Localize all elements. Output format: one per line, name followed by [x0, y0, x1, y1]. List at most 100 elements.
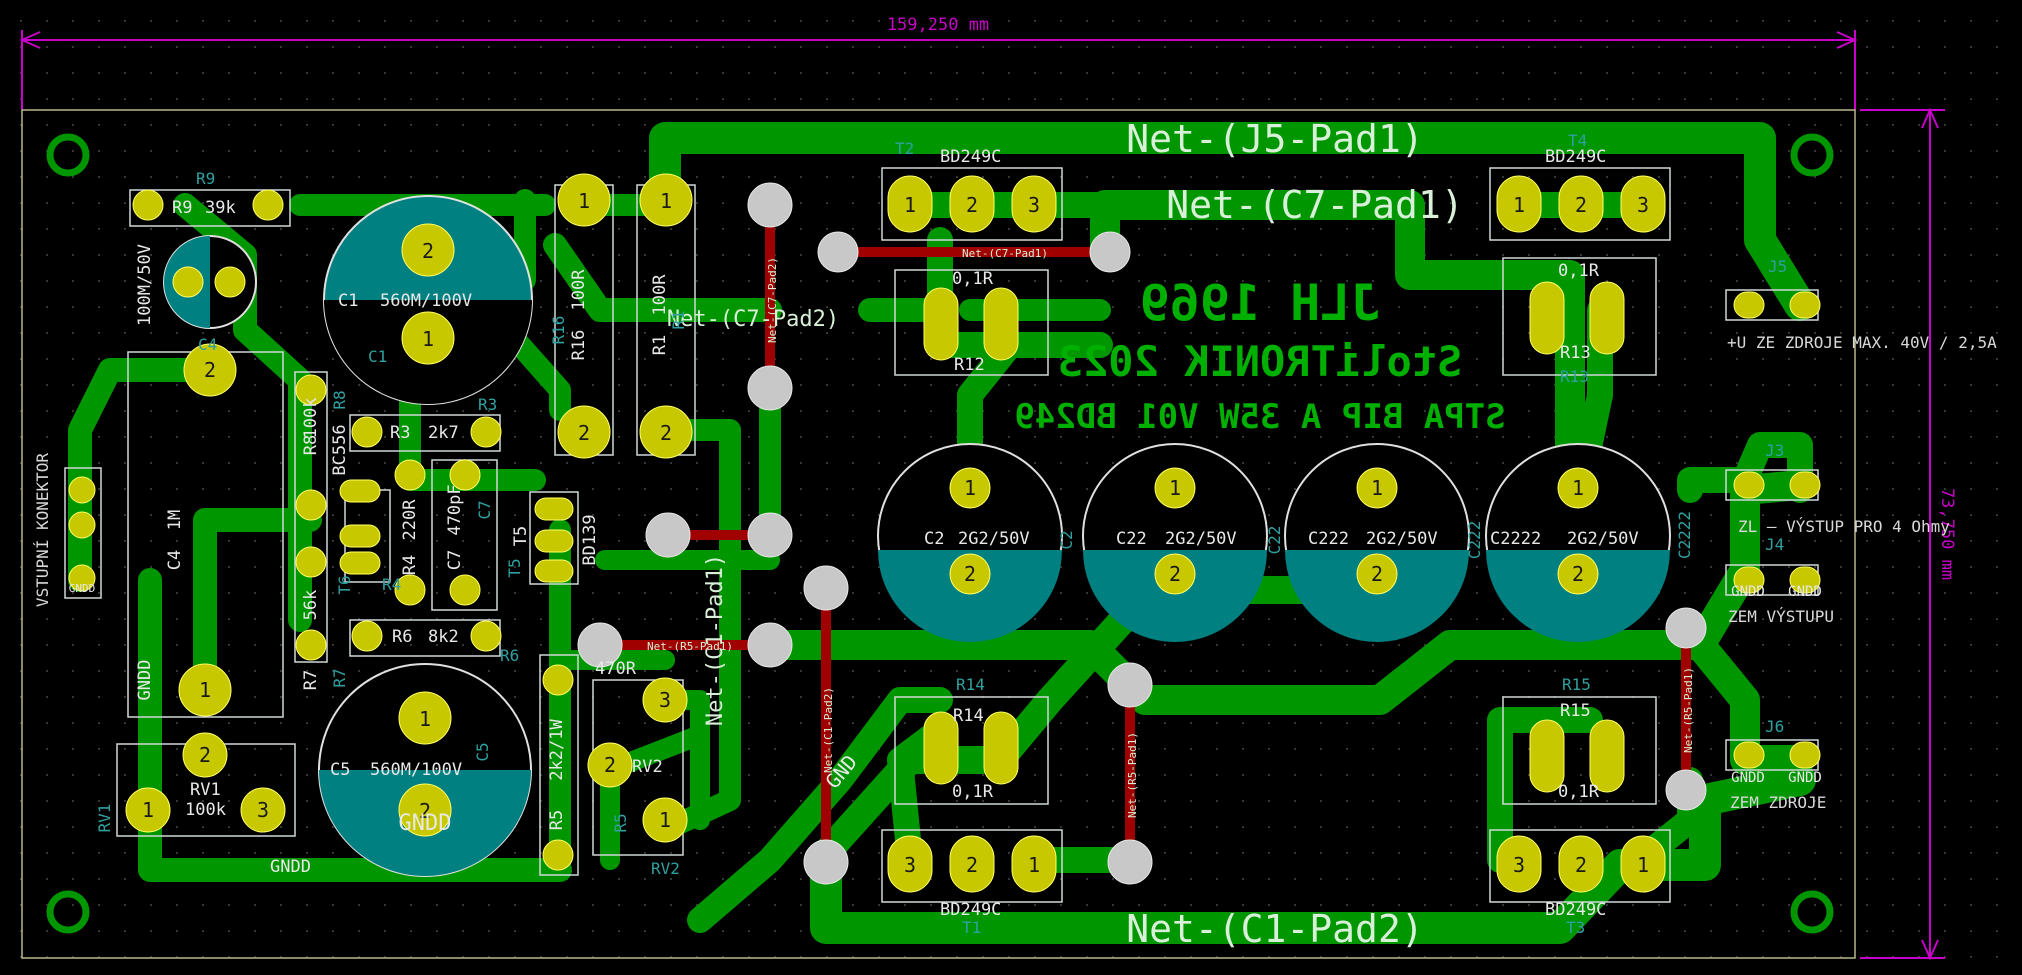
ref-r13: R13 [1560, 367, 1589, 386]
svg-text:2: 2 [199, 743, 211, 767]
pads[interactable] [68, 173, 1599, 871]
ref-j6: J6 [1765, 717, 1784, 736]
ref-r1: R1 [669, 310, 688, 329]
ref-c222: C222 [1465, 521, 1484, 560]
svg-text:3: 3 [659, 688, 671, 712]
net-label-c7-pad2: Net-(C7-Pad2) [667, 307, 839, 332]
val-r4-ref: R4 [400, 555, 420, 575]
silk-input-connector: VSTUPNÍ KONEKTOR [33, 453, 52, 607]
cap-c5[interactable] [318, 663, 532, 877]
val-r8-ref: R8 [301, 435, 321, 455]
oval-pads[interactable] [339, 175, 1821, 893]
val-r12: 0,1R [952, 269, 994, 289]
ref-j4: J4 [1765, 535, 1784, 554]
ref-r5: R5 [611, 813, 630, 832]
ref-t4: T4 [1568, 131, 1587, 150]
ref-c7: C7 [475, 500, 494, 519]
ref-t6: T6 [335, 575, 354, 594]
dimension-width-label: 159,250 mm [887, 15, 989, 35]
ref-c2: C2 [1057, 530, 1076, 549]
svg-text:1: 1 [578, 189, 590, 213]
val-rv2-ref: RV2 [632, 757, 663, 777]
val-gndd-conn: GNDD [69, 582, 96, 595]
svg-text:2: 2 [660, 421, 672, 445]
val-rv1: 100k [185, 800, 226, 820]
svg-text:1: 1 [199, 678, 211, 702]
svg-text:1: 1 [422, 327, 434, 351]
val-t4: BD249C [1545, 147, 1606, 167]
silk-j4-desc: ZEM VÝSTUPU [1728, 607, 1834, 626]
svg-text:2: 2 [419, 799, 431, 823]
val-r1: 100R [650, 274, 670, 316]
val-r13-ref: R13 [1560, 343, 1591, 363]
ref-c1: C1 [368, 347, 387, 366]
val-c5: 560M/100V [370, 760, 462, 780]
val-r3: 2k7 [428, 423, 459, 443]
ref-r3: R3 [478, 395, 497, 414]
val-r6-ref: R6 [392, 627, 412, 647]
net-label-c1-pad1: Net-(C1-Pad1) [703, 554, 728, 726]
svg-text:1: 1 [419, 707, 431, 731]
val-c222: 2G2/50V [1366, 529, 1438, 549]
ref-r9: R9 [196, 169, 215, 188]
svg-text:1: 1 [1637, 853, 1649, 877]
output-caps[interactable] [877, 443, 1671, 642]
ref-r15: R15 [1562, 675, 1591, 694]
val-gndd-c5: GNDD [399, 811, 452, 836]
net-labels-large: Net-(J5-Pad1) Net-(C7-Pad1) Net-(C1-Pad2… [647, 117, 1695, 951]
val-gndd-j4b: GNDD [1788, 584, 1822, 600]
val-r14: 0,1R [952, 782, 994, 802]
svg-text:2: 2 [604, 753, 616, 777]
svg-text:3: 3 [904, 853, 916, 877]
svg-text:1: 1 [660, 189, 672, 213]
svg-text:1: 1 [1169, 476, 1181, 500]
val-c3: 100M/50V [135, 244, 155, 326]
ref-r14: R14 [956, 675, 985, 694]
val-c22: 2G2/50V [1165, 529, 1237, 549]
val-c7-ref: C7 [445, 550, 465, 570]
svg-text:3: 3 [257, 798, 269, 822]
val-r3-ref: R3 [390, 423, 410, 443]
svg-text:1: 1 [904, 193, 916, 217]
val-gndd-bottom: GNDD [270, 857, 311, 877]
val-c4-ref: C4 [165, 550, 185, 570]
val-gndd-left: GNDD [135, 660, 155, 701]
ref-r7: R7 [330, 668, 349, 687]
val-r12-ref: R12 [954, 355, 985, 375]
vias[interactable] [577, 182, 1707, 885]
ref-r8: R8 [330, 390, 349, 409]
val-c5-ref: C5 [330, 760, 350, 780]
val-c222-ref: C222 [1308, 529, 1349, 549]
val-r5-ref: R5 [547, 810, 567, 830]
ref-j5: J5 [1768, 257, 1787, 276]
svg-text:2: 2 [1572, 562, 1584, 586]
val-bd139: BD139 [580, 514, 600, 565]
ref-t3: T3 [1566, 918, 1585, 937]
silk-jlh: JLH 1969 [1140, 274, 1381, 332]
val-r5: 2k2/1W [547, 719, 567, 781]
svg-text:1: 1 [1371, 476, 1383, 500]
svg-text:2: 2 [204, 358, 216, 382]
silk-j5-desc: +U ZE ZDROJE MAX. 40V / 2,5A [1727, 333, 1997, 352]
dimension-height [1860, 107, 1945, 961]
val-bc556: BC556 [330, 424, 350, 475]
val-r15: 0,1R [1558, 782, 1600, 802]
svg-text:1: 1 [1572, 476, 1584, 500]
board-outline [21, 109, 1856, 959]
ref-t2: T2 [895, 139, 914, 158]
val-t2: BD249C [940, 147, 1001, 167]
svg-text:2: 2 [964, 562, 976, 586]
svg-text:3: 3 [1637, 193, 1649, 217]
val-r15-ref: R15 [1560, 701, 1591, 721]
val-c4: 1M [165, 510, 185, 530]
svg-text:1: 1 [142, 798, 154, 822]
val-gndd-j4a: GNDD [1731, 584, 1765, 600]
val-c2222-ref: C2222 [1490, 529, 1541, 549]
val-rv2: 470R [595, 659, 637, 679]
dimension-width [19, 30, 1858, 110]
val-r9: 39k [205, 198, 236, 218]
val-r16-ref: R16 [569, 330, 589, 361]
component-outlines [64, 167, 1819, 903]
